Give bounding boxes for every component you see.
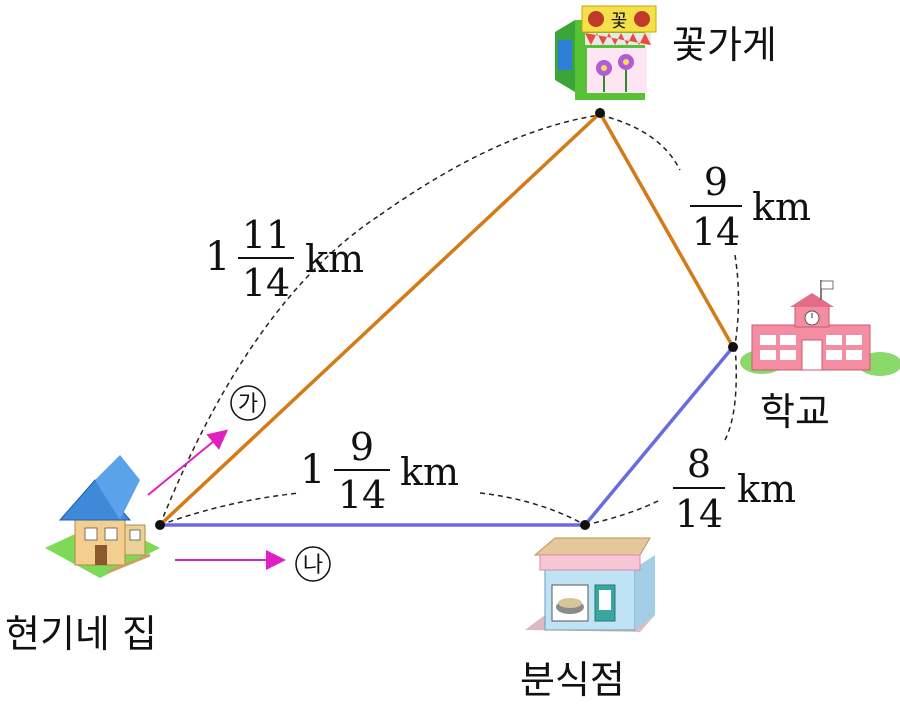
flower-shop-sign-text: 꽃 — [611, 11, 628, 32]
dot-school — [728, 342, 738, 352]
waypoint-dots — [155, 108, 738, 530]
school-icon — [740, 280, 900, 376]
arc-home-snack-right — [479, 492, 586, 526]
distance-unit: km — [752, 185, 811, 229]
distance-flower-school: 9 14 km — [690, 160, 811, 254]
route-home-flower — [158, 111, 602, 527]
arc-home-flower — [159, 214, 381, 526]
snack-bar-icon — [525, 537, 655, 632]
arc-flower-school-top — [599, 114, 681, 171]
route-ga-lines — [158, 111, 735, 527]
route-snack-school — [583, 345, 735, 527]
route-flower-school — [598, 112, 735, 348]
distance-whole: 1 — [300, 447, 325, 493]
arc-home-snack-left — [159, 492, 301, 526]
route-na-lines — [160, 345, 735, 527]
arrow-ga — [147, 429, 229, 496]
distance-home-snack: 1 9 14 km — [300, 425, 459, 517]
dot-home — [155, 520, 165, 530]
home-icon — [45, 455, 160, 578]
school-label: 학교 — [760, 390, 830, 434]
arc-flower-school-bottom — [734, 254, 740, 346]
distance-denominator: 14 — [242, 261, 290, 305]
route-mark-na: 나 — [295, 546, 331, 582]
flower-shop-icon: 꽃 — [555, 5, 657, 100]
distance-snack-school: 8 14 km — [673, 442, 796, 536]
distance-numerator: 8 — [687, 442, 711, 486]
snack-bar-label: 분식점 — [520, 658, 625, 702]
distance-numerator: 9 — [704, 160, 728, 204]
distance-unit: km — [400, 450, 459, 494]
distance-home-flower: 1 11 14 km — [205, 213, 364, 305]
dot-flower-shop — [595, 108, 605, 118]
route-mark-na-text: 나 — [303, 553, 323, 578]
arc-snack-school-bottom — [584, 499, 661, 526]
arc-snack-school-top — [724, 344, 737, 441]
distance-unit: km — [305, 237, 364, 281]
route-mark-ga-text: 가 — [238, 392, 258, 417]
distance-denominator: 14 — [692, 210, 740, 254]
direction-arrows — [147, 429, 286, 570]
flower-shop-label: 꽃가게 — [672, 23, 777, 67]
distance-numerator: 9 — [350, 425, 374, 469]
distance-denominator: 14 — [338, 473, 386, 517]
dot-snack-bar — [580, 520, 590, 530]
route-mark-ga: 가 — [230, 385, 266, 421]
arc-home-flower-top — [379, 114, 601, 216]
distance-numerator: 11 — [242, 213, 290, 257]
distance-whole: 1 — [205, 234, 230, 280]
distance-arcs — [159, 114, 740, 526]
distance-denominator: 14 — [675, 492, 723, 536]
distance-unit: km — [737, 467, 796, 511]
home-label: 현기네 집 — [5, 612, 157, 656]
